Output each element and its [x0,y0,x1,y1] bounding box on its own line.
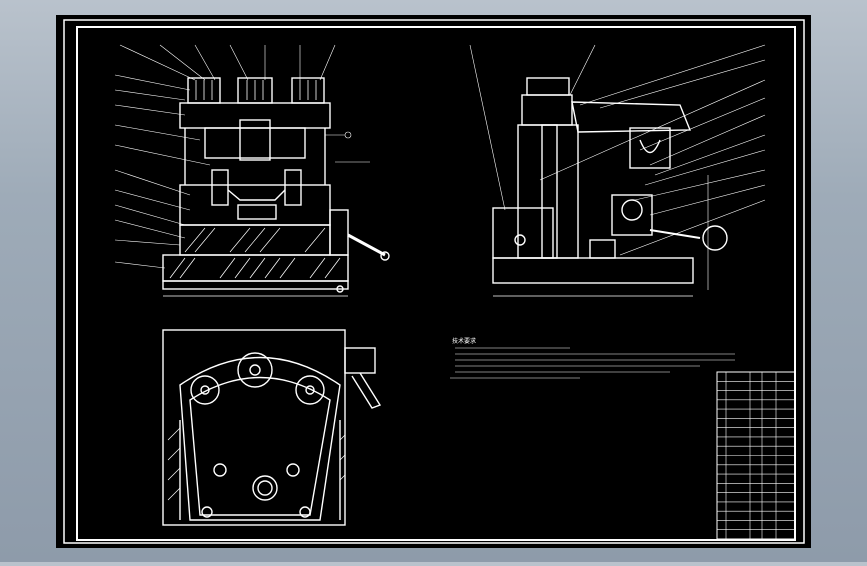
cam-block [611,194,653,236]
center-bore [252,475,278,501]
inner-border [76,26,796,541]
top-view [162,329,382,526]
arm-block [629,127,671,169]
side-cap [526,77,570,96]
side-view [469,44,766,297]
clamp-plate-outline [179,356,341,521]
top-nut-right [291,77,325,104]
center-column [239,119,271,161]
roller-right [295,375,325,405]
base-foot [162,280,349,290]
roller-left [190,375,220,405]
right-post [284,169,302,206]
top-nut-left [187,77,221,104]
work-piece [227,189,286,201]
clamp-arm [571,101,692,133]
handwheel [702,225,728,251]
top-view-lever [351,372,382,409]
parts-table [716,371,796,540]
lever-handle [347,233,386,257]
top-view-frame [162,329,346,526]
front-view [114,44,390,297]
notes-heading: 技术要求 [452,337,476,345]
outer-border [63,19,805,544]
side-bracket [329,209,349,256]
top-nut-center [237,77,273,104]
roller-center [237,352,273,388]
left-post [211,169,229,206]
center-block [237,204,277,220]
lever-knob [380,251,390,261]
clamp-block [179,184,331,226]
technical-notes: 技术要求 [450,337,735,379]
